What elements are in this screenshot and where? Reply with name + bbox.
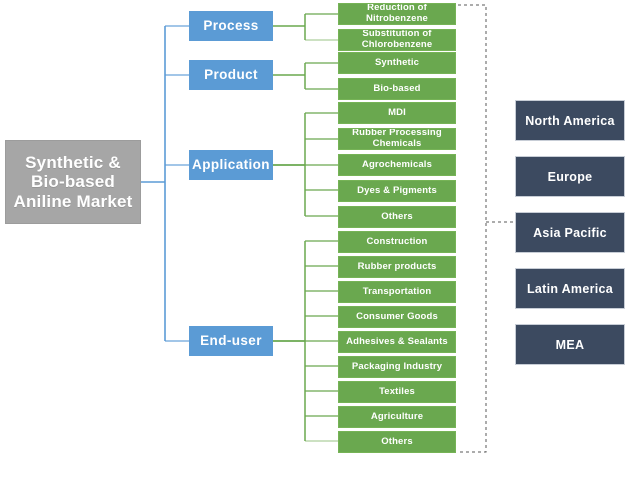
root-label-line2: Bio-based <box>31 172 115 192</box>
leaf-node-dyes-and-pigments[interactable]: Dyes & Pigments <box>338 180 456 202</box>
leaf-label: MDI <box>388 106 406 118</box>
leaf-node-agriculture[interactable]: Agriculture <box>338 406 456 428</box>
leaf-label: Agrochemicals <box>361 158 433 170</box>
leaf-label: Packaging Industry <box>351 360 443 372</box>
leaf-node-packaging-industry[interactable]: Packaging Industry <box>338 356 456 378</box>
leaf-node-adhesives-and-sealants[interactable]: Adhesives & Sealants <box>338 331 456 353</box>
category-node-enduser[interactable]: End-user <box>189 326 273 356</box>
region-label: Latin America <box>526 281 614 296</box>
region-node-europe[interactable]: Europe <box>515 156 625 197</box>
category-node-product[interactable]: Product <box>189 60 273 90</box>
leaf-label: Textiles <box>379 385 415 397</box>
leaf-label: Dyes & Pigments <box>357 184 437 196</box>
root-node-aniline-market[interactable]: Synthetic & Bio-based Aniline Market <box>5 140 141 224</box>
leaf-label: Adhesives & Sealants <box>346 335 448 347</box>
leaf-label: Rubber products <box>357 260 437 272</box>
leaf-node-textiles[interactable]: Textiles <box>338 381 456 403</box>
leaf-label: Agriculture <box>370 410 424 422</box>
category-label-application: Application <box>192 157 270 173</box>
leaf-label: Substitution of Chlorobenzene <box>361 29 433 50</box>
wire-dashed-bracket <box>458 4 487 453</box>
leaf-label: Transportation <box>362 285 432 297</box>
region-label: MEA <box>555 337 585 352</box>
leaf-node-mdi[interactable]: MDI <box>338 102 456 124</box>
category-label-enduser: End-user <box>200 333 262 349</box>
region-node-north-america[interactable]: North America <box>515 100 625 141</box>
category-node-process[interactable]: Process <box>189 11 273 41</box>
leaf-node-consumer-goods[interactable]: Consumer Goods <box>338 306 456 328</box>
region-node-asia-pacific[interactable]: Asia Pacific <box>515 212 625 253</box>
region-label: North America <box>525 113 615 128</box>
region-node-latin-america[interactable]: Latin America <box>515 268 625 309</box>
leaf-label: Consumer Goods <box>356 310 438 322</box>
leaf-node-substitution-of-chlorobenzene[interactable]: Substitution of Chlorobenzene <box>338 29 456 51</box>
leaf-node-enduser-others[interactable]: Others <box>338 431 456 453</box>
leaf-node-construction[interactable]: Construction <box>338 231 456 253</box>
region-label: Asia Pacific <box>533 225 607 240</box>
leaf-node-application-others[interactable]: Others <box>338 206 456 228</box>
category-node-application[interactable]: Application <box>189 150 273 180</box>
leaf-node-rubber-processing-chemicals[interactable]: Rubber Processing Chemicals <box>338 128 456 150</box>
leaf-label: Others <box>381 210 413 222</box>
root-label-line3: Aniline Market <box>13 191 133 211</box>
category-label-process: Process <box>203 18 259 34</box>
leaf-node-agrochemicals[interactable]: Agrochemicals <box>338 154 456 176</box>
leaf-node-reduction-of-nitrobenzene[interactable]: Reduction of Nitrobenzene <box>338 3 456 25</box>
leaf-node-synthetic[interactable]: Synthetic <box>338 52 456 74</box>
leaf-label: Bio-based <box>373 82 421 94</box>
region-label: Europe <box>547 169 593 184</box>
leaf-label: Rubber Processing Chemicals <box>352 128 442 149</box>
leaf-node-transportation[interactable]: Transportation <box>338 281 456 303</box>
root-label-line1: Synthetic & <box>25 153 121 173</box>
leaf-label: Synthetic <box>374 56 420 68</box>
leaf-node-bio-based[interactable]: Bio-based <box>338 78 456 100</box>
leaf-label: Others <box>381 435 413 447</box>
leaf-label: Construction <box>366 235 428 247</box>
leaf-label: Reduction of Nitrobenzene <box>366 3 428 24</box>
leaf-node-rubber-products[interactable]: Rubber products <box>338 256 456 278</box>
region-node-mea[interactable]: MEA <box>515 324 625 365</box>
category-label-product: Product <box>204 67 258 83</box>
